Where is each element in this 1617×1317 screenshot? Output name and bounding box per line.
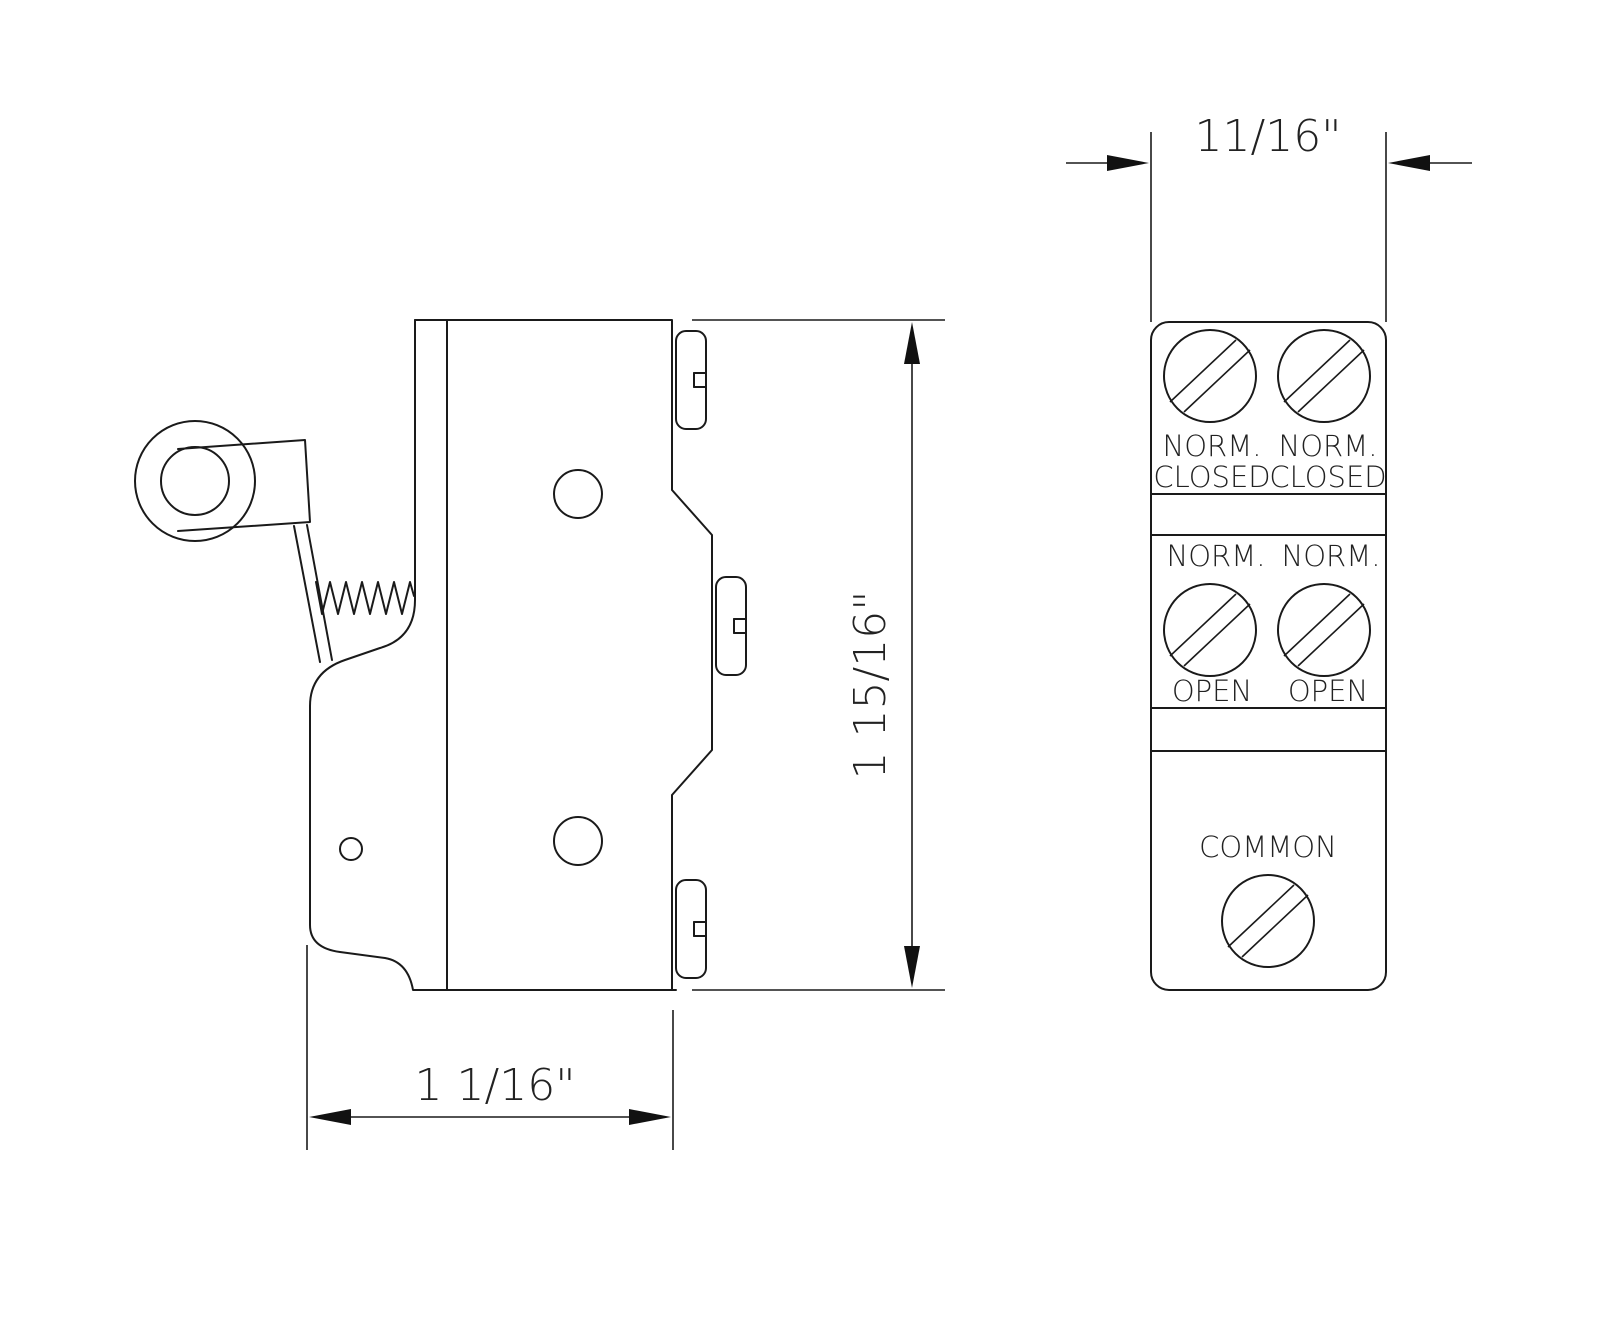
screw-nc-left (1163, 329, 1257, 423)
end-width-dimension: 11/16" (1066, 111, 1472, 322)
width-dimension: 1 1/16" (306, 945, 674, 1150)
label-no-left-2: OPEN (1172, 674, 1252, 708)
width-arrow-left (309, 1109, 351, 1125)
spring (315, 581, 415, 615)
screw-nc-right (1277, 329, 1371, 423)
side-view: 1 15/16" 1 1/16" (134, 319, 945, 1150)
label-nc-left-2: CLOSED (1153, 460, 1270, 494)
width-arrow-right (629, 1109, 671, 1125)
label-nc-right-1: NORM. (1279, 429, 1378, 463)
width-dimension-label: 1 1/16" (414, 1060, 575, 1111)
height-arrow-bottom (904, 946, 920, 988)
label-nc-right-2: CLOSED (1269, 460, 1386, 494)
screw-side-bottom (675, 879, 707, 979)
roller-inner (160, 446, 230, 516)
screw-no-right (1277, 583, 1371, 677)
screw-common (1221, 874, 1315, 968)
roller-actuator (134, 420, 415, 663)
label-no-right-1: NORM. (1282, 539, 1381, 573)
height-dimension: 1 15/16" (692, 319, 945, 991)
height-arrow-top (904, 322, 920, 364)
screw-side-middle (715, 576, 747, 676)
height-dimension-label: 1 15/16" (845, 590, 896, 779)
screw-no-left (1163, 583, 1257, 677)
end-width-dimension-label: 11/16" (1194, 111, 1341, 162)
mount-hole-bottom (553, 816, 603, 866)
end-arrow-left (1107, 155, 1149, 171)
label-nc-left-1: NORM. (1163, 429, 1262, 463)
end-arrow-right (1388, 155, 1430, 171)
roller-outer (134, 420, 256, 542)
end-view: 11/16" (1066, 111, 1472, 991)
pivot-hole (339, 837, 363, 861)
switch-housing (414, 319, 713, 991)
label-no-left-1: NORM. (1167, 539, 1266, 573)
label-no-right-2: OPEN (1288, 674, 1368, 708)
label-common: COMMON (1199, 830, 1337, 864)
mount-hole-top (553, 469, 603, 519)
switch-frame (309, 319, 677, 991)
end-housing (1150, 321, 1387, 991)
screw-side-top (675, 330, 707, 430)
actuator-lever (293, 524, 333, 663)
roller-bracket (177, 439, 311, 532)
